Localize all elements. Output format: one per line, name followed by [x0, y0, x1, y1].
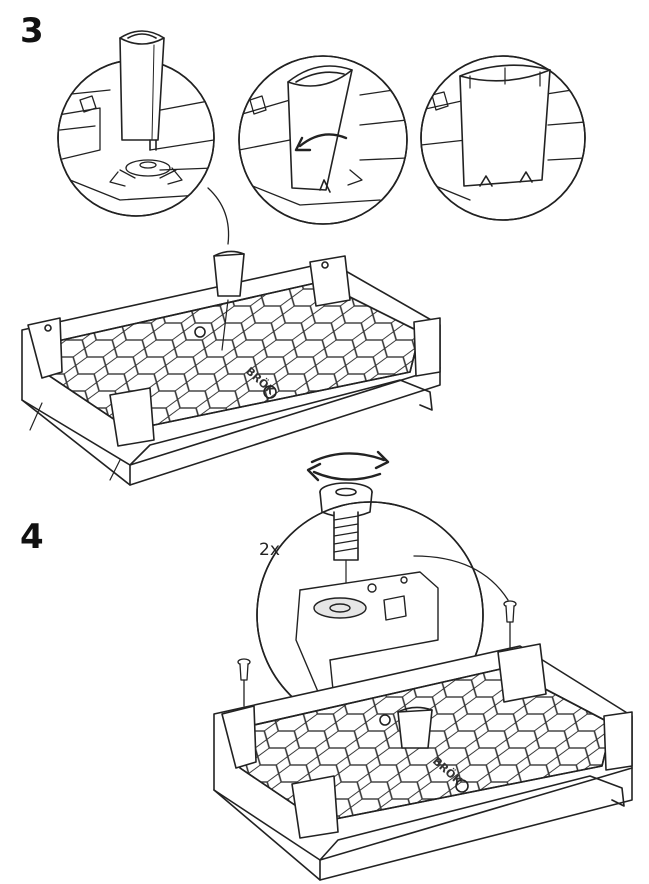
screw-icon-right	[503, 600, 517, 653]
detail-circle-3	[420, 55, 586, 221]
rotate-arrow-icon	[294, 133, 348, 152]
detail-circle-2	[238, 55, 408, 225]
double-rotate-arrow-icon	[306, 450, 390, 482]
magnifier-callout-icon	[256, 501, 509, 729]
tray-step3: BRÖK	[21, 250, 441, 486]
screw-foot-icon	[319, 482, 373, 601]
screw-icon-left	[237, 658, 251, 707]
callout-line	[207, 187, 230, 245]
detail-circle-1	[57, 30, 215, 217]
step-number-4: 4	[20, 517, 44, 557]
step-number-3: 3	[20, 11, 44, 51]
tray-step4: BRÖK	[213, 643, 633, 881]
